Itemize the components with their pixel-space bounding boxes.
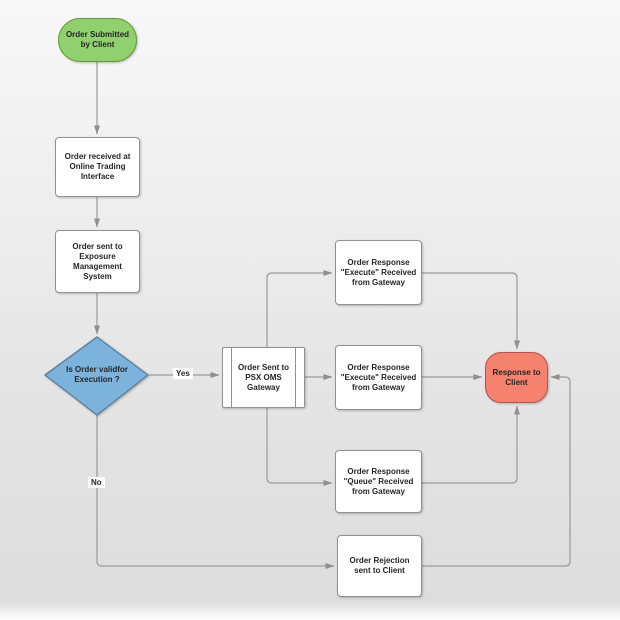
node-decision-diamond <box>44 336 149 416</box>
node-exposure-system: Order sent to Exposure Management System <box>55 230 140 293</box>
node-response-execute-top-label: Order Response "Execute" Received from G… <box>340 257 417 287</box>
node-response-queue-label: Order Response "Queue" Received from Gat… <box>343 466 414 496</box>
edge-gateway-to-execute-top <box>266 270 333 347</box>
edge-execute-top-to-response-client <box>422 272 520 350</box>
node-response-to-client: Response to Client <box>485 352 548 403</box>
node-response-execute-mid: Order Response "Execute" Received from G… <box>335 345 422 410</box>
node-exposure-system-label: Order sent to Exposure Management System <box>72 241 123 281</box>
node-decision-label-wrap: Is Order validfor Execution ? <box>52 352 142 398</box>
node-order-rejection-label: Order Rejection sent to Client <box>349 556 410 575</box>
predefined-process-left-bar <box>231 348 232 407</box>
node-decision-label: Is Order validfor Execution ? <box>66 365 128 384</box>
edge-decision-no-to-rejection <box>96 413 335 569</box>
node-psx-oms-gateway-label: Order Sent to PSX OMS Gateway <box>237 362 290 392</box>
edge-rejection-to-response-client <box>422 374 571 567</box>
node-response-queue: Order Response "Queue" Received from Gat… <box>335 450 422 513</box>
node-response-to-client-label: Response to Client <box>492 367 541 387</box>
node-psx-oms-gateway: Order Sent to PSX OMS Gateway <box>222 347 305 408</box>
edge-label-no: No <box>88 477 105 488</box>
node-response-execute-top: Order Response "Execute" Received from G… <box>335 240 422 305</box>
edge-label-yes: Yes <box>173 368 193 379</box>
node-response-execute-mid-label: Order Response "Execute" Received from G… <box>340 362 417 392</box>
node-order-received-label: Order received at Online Trading Interfa… <box>64 152 131 181</box>
node-order-received: Order received at Online Trading Interfa… <box>55 137 140 197</box>
edge-queue-to-response-client <box>422 405 520 484</box>
node-order-rejection: Order Rejection sent to Client <box>337 535 422 597</box>
node-order-submitted-label: Order Submitted by Client <box>65 30 130 49</box>
node-order-submitted: Order Submitted by Client <box>58 18 137 62</box>
predefined-process-right-bar <box>295 348 296 407</box>
edge-gateway-to-queue <box>266 408 333 486</box>
